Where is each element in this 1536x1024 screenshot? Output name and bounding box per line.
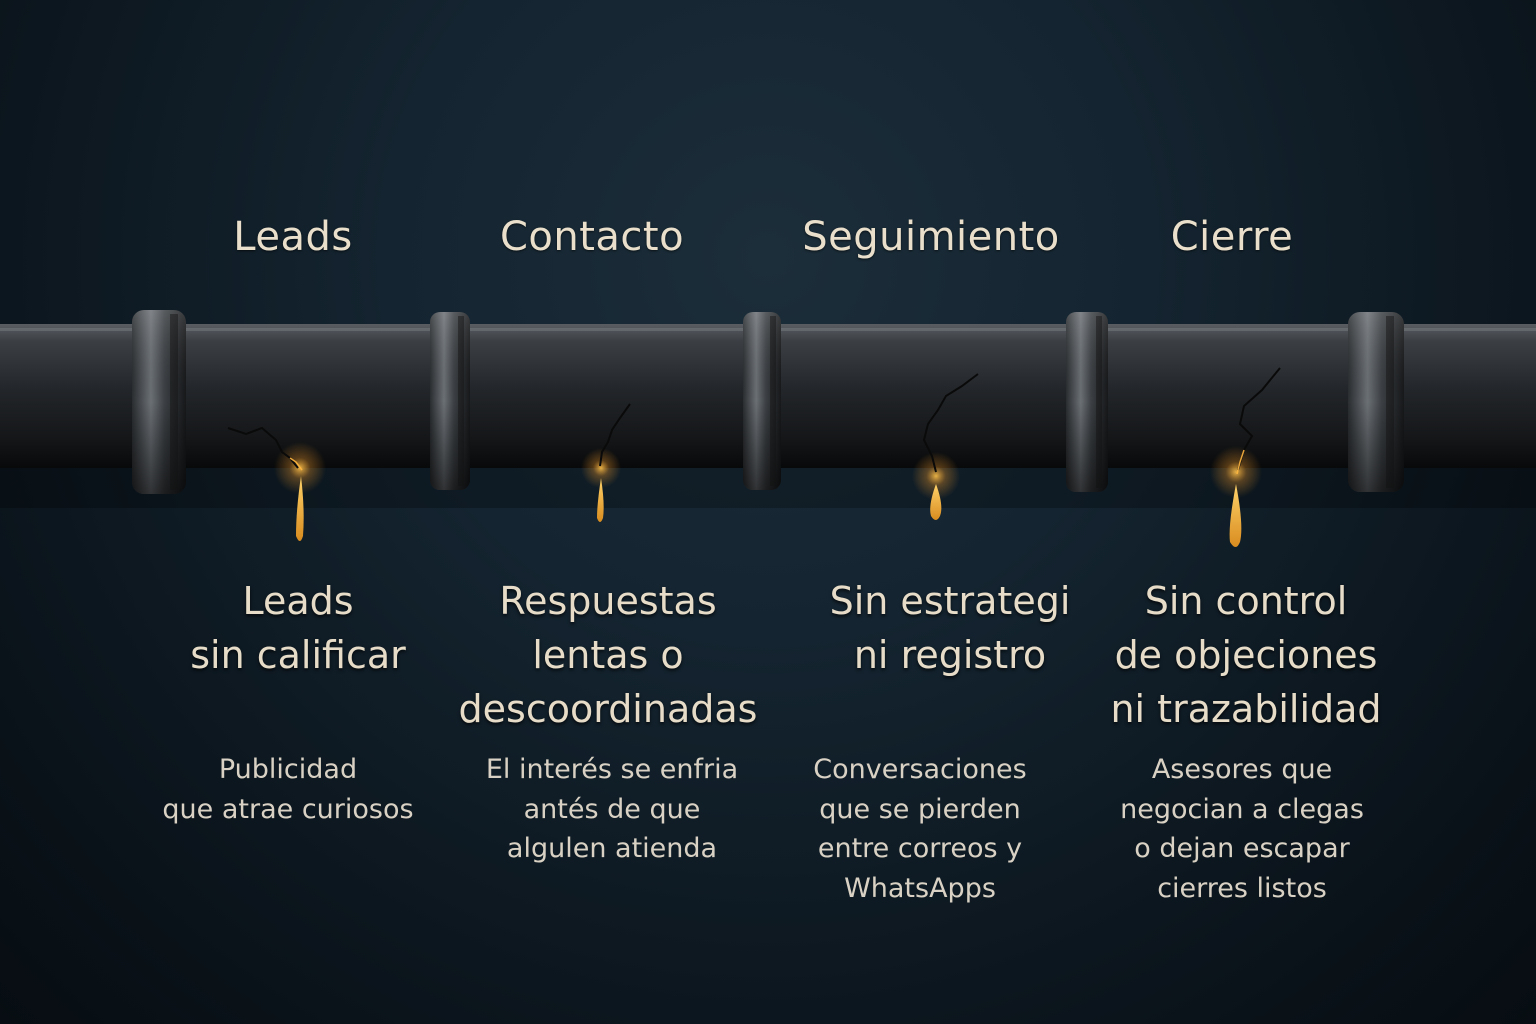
- description-line: entre correos y: [817, 833, 1023, 864]
- description-line: Asesores que: [1151, 754, 1333, 785]
- problem-line: Sin control: [1144, 579, 1348, 623]
- leak-drop-icon: [1229, 484, 1242, 547]
- description-cierre: Asesores que negocian a clegas o dejan e…: [1092, 750, 1392, 908]
- description-leads: Publicidad que atrae curiosos: [138, 750, 438, 829]
- problem-line: sin calificar: [190, 633, 406, 677]
- description-line: o dejan escapar: [1134, 833, 1350, 864]
- stage-title-cierre: Cierre: [1170, 214, 1294, 260]
- crack-icon: [599, 403, 631, 467]
- problem-line: de objeciones: [1114, 633, 1378, 677]
- problem-line: lentas o: [532, 633, 684, 677]
- stage-title-seguimiento: Seguimiento: [802, 214, 1060, 260]
- pipe-flange-icon: [1066, 312, 1108, 492]
- leak-2: [581, 403, 631, 522]
- crack-icon: [922, 373, 979, 473]
- problem-line: Respuestas: [499, 579, 717, 623]
- leak-4: [1210, 367, 1281, 547]
- description-contacto: El interés se enfria antés de que algule…: [462, 750, 762, 869]
- pipe-flange-icon: [430, 312, 470, 490]
- problem-contacto: Respuestas lentas o descoordinadas: [428, 574, 788, 736]
- description-line: Conversaciones: [813, 754, 1027, 785]
- description-seguimiento: Conversaciones que se pierden entre corr…: [770, 750, 1070, 908]
- pipe-flange-icon: [1348, 312, 1404, 492]
- description-line: negocian a clegas: [1120, 793, 1364, 825]
- problem-seguimiento: Sin estrategi ni registro: [770, 574, 1130, 682]
- leak-drop-icon: [930, 484, 942, 520]
- leak-1: [227, 426, 326, 541]
- problem-cierre: Sin control de objeciones ni trazabilida…: [1066, 574, 1426, 736]
- problem-leads: Leads sin calificar: [118, 574, 478, 682]
- description-line: que atrae curiosos: [162, 793, 414, 825]
- description-line: antés de que: [523, 793, 701, 825]
- pipe-flange-icon: [132, 310, 186, 494]
- stage-title-leads: Leads: [233, 214, 353, 260]
- description-line: algulen atienda: [506, 833, 718, 864]
- description-line: Publicidad: [218, 754, 358, 785]
- stage-title-contacto: Contacto: [499, 214, 685, 260]
- description-line: El interés se enfria: [485, 754, 739, 785]
- problem-line: ni registro: [853, 633, 1047, 677]
- problem-line: ni trazabilidad: [1110, 687, 1382, 731]
- leak-drop-icon: [296, 476, 304, 541]
- problem-line: descoordinadas: [458, 687, 758, 731]
- leak-drop-icon: [597, 478, 604, 522]
- pipe-flange-icon: [743, 312, 781, 490]
- leak-3: [912, 373, 979, 520]
- problem-line: Sin estrategi: [829, 579, 1071, 623]
- problem-line: Leads: [242, 579, 354, 623]
- pipe-illustration: [0, 310, 1536, 547]
- description-line: que se pierden: [819, 793, 1021, 825]
- description-line: cierres listos: [1157, 872, 1327, 904]
- description-line: WhatsApps: [844, 872, 996, 904]
